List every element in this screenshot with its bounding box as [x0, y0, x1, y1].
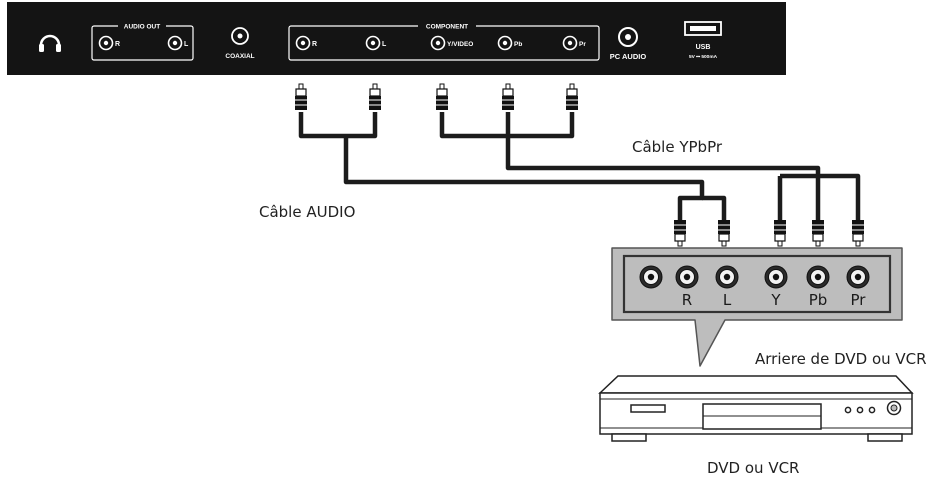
usb-port[interactable]: USB 5V ⎓ 500mA	[684, 21, 722, 60]
component-r-label: R	[312, 41, 317, 48]
pr-plug	[565, 83, 579, 111]
tv-side-plugs	[294, 83, 579, 111]
device-pr-jack[interactable]	[846, 265, 870, 289]
audio-cable	[298, 112, 727, 224]
device-video-jack[interactable]	[639, 265, 663, 289]
component-group-label: COMPONENT	[426, 24, 468, 31]
device-y-plug	[773, 219, 787, 247]
device-caption: DVD ou VCR	[707, 459, 799, 477]
device-pr-plug	[851, 219, 865, 247]
device-audio-r-plug	[673, 219, 687, 247]
audio-cable-label: Câble AUDIO	[259, 203, 355, 221]
device-side-plugs	[673, 219, 865, 247]
device-y-jack[interactable]	[764, 265, 788, 289]
headphone-icon	[39, 34, 61, 52]
device-rear-panel: R L Y Pb Pr	[611, 247, 903, 367]
device-button-2[interactable]	[856, 406, 864, 414]
device-jack-label-pb: Pb	[809, 291, 828, 309]
y-plug	[435, 83, 449, 111]
component-yvideo-jack[interactable]	[430, 35, 446, 51]
dvd-vcr-device	[598, 375, 914, 442]
component-pr-label: Pr	[579, 41, 586, 48]
tv-back-panel: AUDIO OUT R L COAXIAL COMPONENT R L Y/VI…	[7, 2, 786, 75]
device-r-jack[interactable]	[675, 265, 699, 289]
component-pb-label: Pb	[514, 41, 522, 48]
component-group: COMPONENT R L Y/VIDEO Pb Pr	[288, 22, 600, 61]
device-button-3[interactable]	[868, 406, 876, 414]
pc-audio-port[interactable]: PC AUDIO	[610, 27, 647, 61]
device-jack-label-pr: Pr	[851, 291, 867, 309]
audio-out-group: AUDIO OUT R L	[91, 22, 194, 61]
component-l-jack[interactable]	[365, 35, 381, 51]
component-pb-jack[interactable]	[497, 35, 513, 51]
component-r-jack[interactable]	[295, 35, 311, 51]
audio-out-group-label: AUDIO OUT	[124, 24, 161, 31]
component-l-label: L	[382, 41, 387, 48]
component-pr-jack[interactable]	[562, 35, 578, 51]
coaxial-port[interactable]: COAXIAL	[225, 27, 255, 60]
audio-out-r-jack[interactable]	[98, 35, 114, 51]
device-audio-l-plug	[717, 219, 731, 247]
usb-sub-label: 5V ⎓ 500mA	[689, 54, 718, 60]
audio-out-l-label: L	[184, 41, 189, 48]
device-jack-label-l: L	[723, 291, 732, 309]
audio-r-plug	[294, 83, 308, 111]
component-yvideo-label: Y/VIDEO	[447, 41, 473, 48]
device-pb-plug	[811, 219, 825, 247]
usb-label: USB	[696, 44, 711, 51]
pb-plug	[501, 83, 515, 111]
device-rear-caption: Arriere de DVD ou VCR	[755, 350, 927, 368]
device-pb-jack[interactable]	[806, 265, 830, 289]
audio-out-r-label: R	[115, 41, 120, 48]
device-button-1[interactable]	[844, 406, 852, 414]
device-jack-label-r: R	[682, 291, 692, 309]
device-jack-label-y: Y	[770, 291, 781, 309]
pc-audio-label: PC AUDIO	[610, 52, 647, 61]
ypbpr-cable-label: Câble YPbPr	[632, 138, 723, 156]
ypbpr-cable	[439, 112, 861, 224]
audio-out-l-jack[interactable]	[167, 35, 183, 51]
coaxial-label: COAXIAL	[225, 53, 254, 60]
audio-l-plug	[368, 83, 382, 111]
device-l-jack[interactable]	[715, 265, 739, 289]
